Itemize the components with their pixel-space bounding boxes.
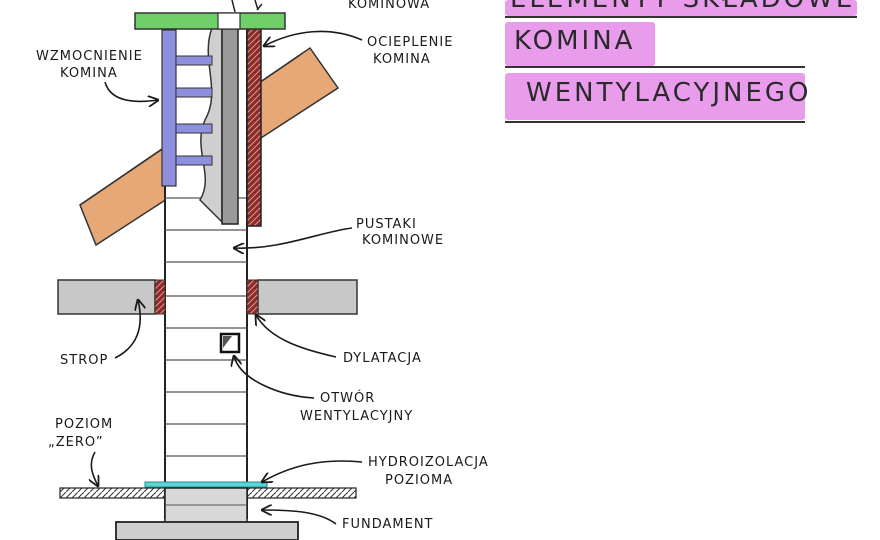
title-line-3: WENTYLACYJNEGO [526, 78, 812, 108]
title-highlight-3 [505, 73, 805, 120]
label-pustaki-line1: PUSTAKI [356, 217, 417, 232]
title-line-2: KOMINA [514, 26, 636, 56]
label-otwor-line1: OTWÓR [320, 390, 375, 406]
chimney-cap-opening [217, 12, 241, 30]
chimney-cap [134, 12, 286, 30]
label-pustaki-line2: KOMINOWE [362, 233, 444, 248]
fundament [115, 521, 299, 540]
label-fundament: FUNDAMENT [342, 517, 434, 532]
label-hydroizolacja-line2: POZIOMA [385, 473, 453, 488]
title-underline-3 [505, 121, 805, 123]
label-kominowa: KOMINOWA [348, 0, 430, 12]
label-ocieplenie-line2: KOMINA [373, 52, 431, 67]
arrow-hydroizolacja [262, 460, 363, 482]
horizontal-waterproofing [144, 481, 268, 488]
floor-slab-right [257, 279, 358, 315]
dilatation-left [154, 279, 166, 315]
title-highlight-1 [505, 0, 857, 16]
arrow-pustaki [234, 227, 353, 248]
cap-arrow-marks [231, 0, 263, 13]
label-poziom-line1: POZIOM [55, 417, 113, 432]
chimney-reinforcement [161, 29, 213, 187]
title-underline-2 [505, 66, 805, 68]
arrow-strop [114, 300, 140, 359]
arrow-poziom [91, 451, 98, 486]
label-strop: STROP [60, 353, 108, 368]
title-highlight-2 [505, 22, 655, 66]
label-dylatacja: DYLATACJA [343, 351, 422, 366]
arrow-dylatacja [256, 315, 337, 358]
arrow-otwor [234, 356, 315, 399]
ventilation-opening-shade [223, 336, 232, 348]
chimney-insulation [246, 27, 262, 227]
title-line-1: ELEMENTY SKŁADOWE [510, 0, 855, 14]
arrow-ocieplenie [264, 30, 363, 46]
dilatation-right [246, 279, 259, 315]
label-otwor-line2: WENTYLACYJNY [300, 409, 413, 424]
label-wzmocnienie-line2: KOMINA [60, 66, 118, 81]
floor-slab-left [57, 279, 156, 315]
title-underline-1 [505, 16, 857, 18]
label-wzmocnienie-line1: WZMOCNIENIE [36, 49, 143, 64]
chimney-inner-wall [221, 27, 239, 225]
arrow-wzmocnienie [104, 81, 158, 101]
label-ocieplenie-line1: OCIEPLENIE [367, 35, 453, 50]
label-hydroizolacja-line1: HYDROIZOLACJA [368, 455, 489, 470]
label-poziom-line2: „ZERO” [48, 435, 104, 450]
arrow-fundament [262, 510, 337, 525]
